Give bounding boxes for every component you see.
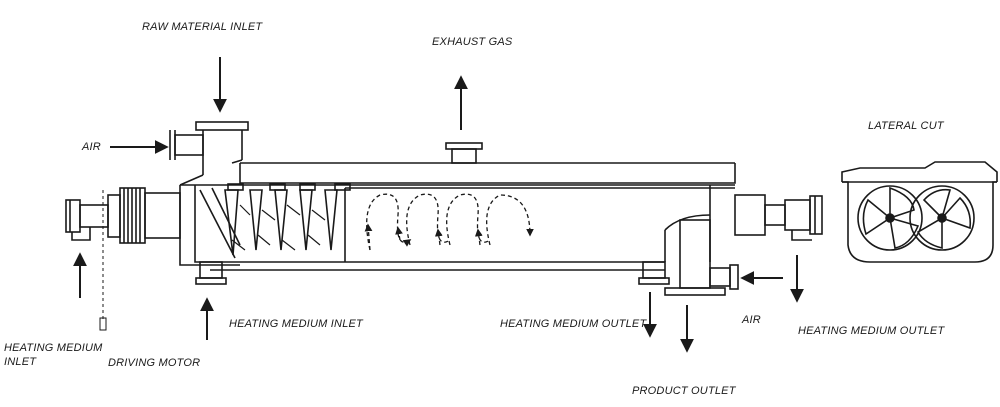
drive-assembly (65, 187, 181, 331)
heating-medium-outlet-right-label: HEATING MEDIUM OUTLET (798, 325, 945, 337)
driving-motor-label: DRIVING MOTOR (108, 357, 201, 369)
dryer-trough (179, 162, 736, 285)
product-outlet-chute (664, 219, 739, 296)
raw-material-inlet-label: RAW MATERIAL INLET (142, 21, 263, 33)
heating-medium-inlet-left-label: HEATING MEDIUM (4, 342, 103, 354)
heating-medium-inlet-left-label-line2: INLET (4, 356, 37, 368)
material-flow-path (364, 193, 534, 251)
heating-medium-outlet-mid-label: HEATING MEDIUM OUTLET (500, 318, 647, 330)
screw-paddles (224, 183, 351, 256)
air-left-label: AIR (82, 141, 101, 153)
exhaust-gas-label: EXHAUST GAS (432, 36, 513, 48)
product-outlet-label: PRODUCT OUTLET (632, 385, 736, 397)
raw-material-inlet-chute (169, 121, 249, 186)
right-end-fittings (734, 194, 823, 241)
lateral-cut-label: LATERAL CUT (868, 120, 944, 132)
exhaust-nozzle (445, 142, 483, 164)
lateral-cut-section (841, 161, 998, 263)
heating-medium-inlet-label: HEATING MEDIUM INLET (229, 318, 363, 330)
flow-arrows (73, 57, 804, 353)
air-right-label: AIR (742, 314, 761, 326)
